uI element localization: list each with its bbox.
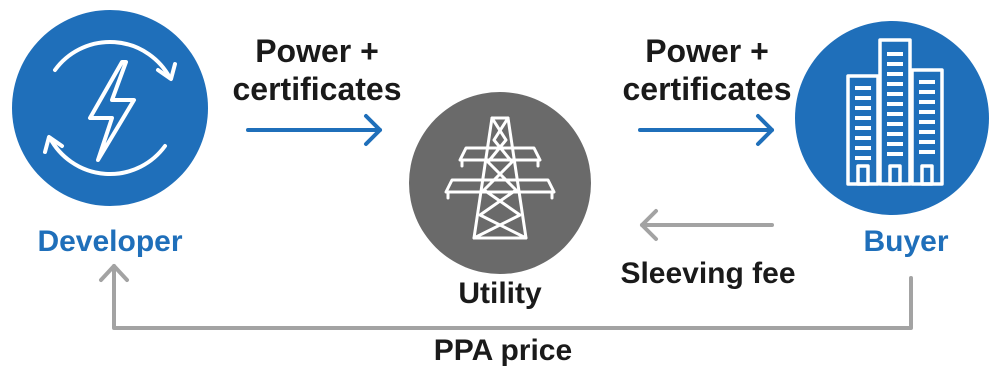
buyer-label: Buyer <box>863 225 949 258</box>
flow-label-ppa-price: PPA price <box>433 334 573 367</box>
flow-label-line1: Power + <box>645 33 769 69</box>
lightning-cycle-icon <box>43 40 177 176</box>
flow-label-line2: certificates <box>232 71 402 108</box>
flow-label-line2: certificates <box>622 71 792 108</box>
utility-label: Utility <box>458 277 542 310</box>
developer-label: Developer <box>37 225 183 258</box>
buildings-icon <box>846 38 944 186</box>
flow-label-developer-to-utility: Power + certificates <box>222 32 412 109</box>
arrow-buyer-to-utility <box>640 209 774 241</box>
utility-node <box>409 92 591 274</box>
power-pylon-icon <box>444 116 556 240</box>
buyer-node <box>795 21 989 215</box>
flow-label-utility-to-buyer: Power + certificates <box>612 32 802 109</box>
arrow-utility-to-buyer <box>638 114 774 146</box>
flow-label-sleeving-fee: Sleeving fee <box>620 257 796 290</box>
arrow-developer-to-utility <box>246 114 382 146</box>
flow-label-line1: Power + <box>255 33 379 69</box>
arrow-buyer-to-developer <box>99 264 913 330</box>
developer-node <box>12 10 208 206</box>
